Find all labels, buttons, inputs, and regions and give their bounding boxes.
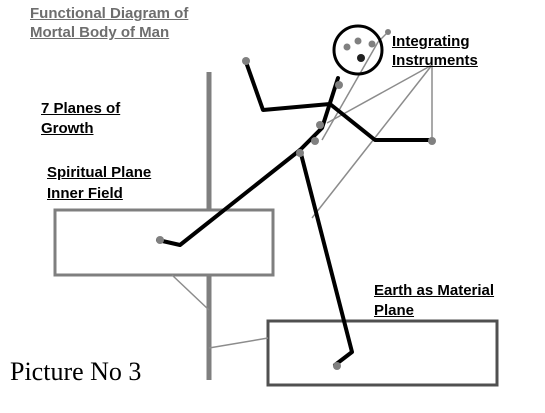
neck-dot bbox=[335, 81, 343, 89]
head-dot-3 bbox=[368, 40, 376, 48]
picture-caption: Picture No 3 bbox=[10, 357, 142, 386]
pelvis-dot bbox=[296, 149, 304, 157]
earth-connector bbox=[208, 337, 269, 349]
integrating-label-line1: Integrating bbox=[392, 33, 470, 50]
planes-label-line2: Growth bbox=[41, 120, 94, 137]
spiritual-label-line2: Inner Field bbox=[47, 185, 123, 202]
joint-dots bbox=[156, 29, 436, 370]
figure-left-leg bbox=[156, 148, 302, 247]
solar-plexus-dot bbox=[311, 137, 319, 145]
figure-head bbox=[332, 24, 384, 76]
integrating-pointer-1 bbox=[311, 64, 433, 219]
spiritual-label-line1: Spiritual Plane bbox=[47, 164, 152, 181]
integrating-label-line2: Instruments bbox=[392, 52, 478, 69]
figure-arms bbox=[244, 60, 434, 142]
head-dot-4 bbox=[385, 29, 391, 35]
spiritual-connector bbox=[171, 274, 210, 311]
title-line1: Functional Diagram of bbox=[30, 5, 189, 22]
head-dot-2 bbox=[354, 37, 362, 45]
head-dot-1 bbox=[343, 43, 351, 51]
stick-figure bbox=[156, 24, 434, 367]
earth-label-line1: Earth as Material bbox=[374, 282, 495, 299]
figure-right-leg bbox=[298, 148, 354, 367]
head-dot-dark bbox=[357, 54, 365, 62]
right-hand-dot bbox=[428, 137, 436, 145]
chest-dot bbox=[316, 121, 324, 129]
earth-plane-box bbox=[266, 319, 499, 387]
earth-label-line2: Plane bbox=[374, 302, 415, 319]
left-foot-dot bbox=[156, 236, 164, 244]
integrating-pointer-4 bbox=[321, 41, 379, 141]
connector-lines bbox=[171, 29, 433, 349]
planes-label-line1: 7 Planes of bbox=[41, 100, 121, 117]
figure-spine bbox=[298, 76, 340, 152]
left-hand-dot bbox=[242, 57, 250, 65]
title-line2: Mortal Body of Man bbox=[30, 24, 170, 41]
right-foot-dot bbox=[333, 362, 341, 370]
